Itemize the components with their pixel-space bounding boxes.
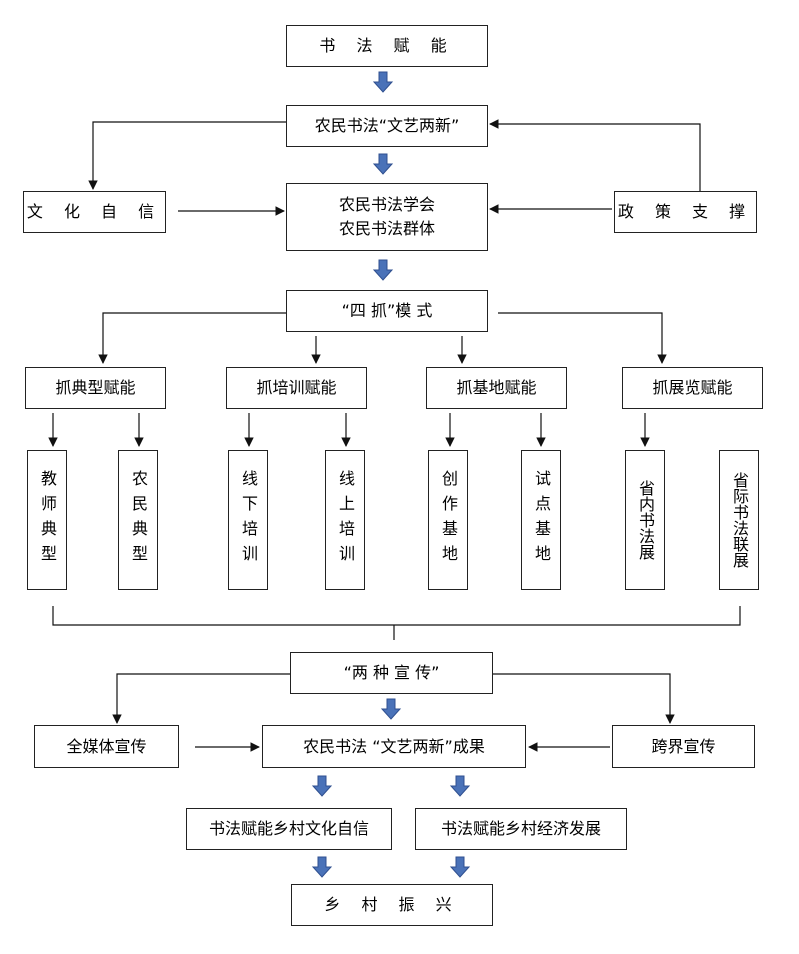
- arrow-policy-to-wenyi: [489, 119, 701, 191]
- leaf-teacher-models: 教师典型: [27, 450, 67, 590]
- node-wenyi-liangxin: 农民书法“文艺两新”: [286, 105, 488, 147]
- leaf-farmer-models: 农民典型: [118, 450, 158, 590]
- block-arrow-8: [449, 856, 471, 878]
- node-two-publicity: “两 种 宣 传”: [290, 652, 493, 694]
- block-arrow-6: [449, 775, 471, 797]
- block-arrow-3: [372, 259, 394, 281]
- node-grasp-models: 抓典型赋能: [25, 367, 166, 409]
- node-grasp-exhibitions: 抓展览赋能: [622, 367, 763, 409]
- bracket-leaves: [52, 606, 741, 626]
- society-line-1: 农民书法学会: [338, 195, 435, 214]
- node-four-grasps-model: “四 抓”模 式: [286, 290, 488, 332]
- arrow-wenyi-to-culture: [88, 121, 286, 190]
- node-rural-revitalization: 乡 村 振 兴: [291, 884, 493, 926]
- arrow-to-all-media: [112, 673, 290, 724]
- node-wenyi-achievements: 农民书法 “文艺两新”成果: [262, 725, 526, 768]
- block-arrow-1: [372, 71, 394, 93]
- arrow-to-grasp-exhibitions: [498, 312, 667, 364]
- node-grasp-training: 抓培训赋能: [226, 367, 367, 409]
- society-line-2: 农民书法群体: [338, 219, 435, 238]
- node-policy-support: 政 策 支 撑: [614, 191, 757, 233]
- leaf-creation-base: 创作基地: [428, 450, 468, 590]
- block-arrow-2: [372, 153, 394, 175]
- arrow-to-crossover: [493, 673, 675, 724]
- node-all-media-publicity: 全媒体宣传: [34, 725, 179, 768]
- arrow-to-grasp-models: [98, 312, 286, 364]
- node-cultural-confidence: 文 化 自 信: [23, 191, 166, 233]
- node-crossover-publicity: 跨界宣传: [612, 725, 755, 768]
- node-calligraphy-empowerment: 书 法 赋 能: [286, 25, 488, 67]
- block-arrow-7: [311, 856, 333, 878]
- node-result-cultural-confidence: 书法赋能乡村文化自信: [186, 808, 392, 850]
- node-grasp-bases: 抓基地赋能: [426, 367, 567, 409]
- leaf-offline-training: 线下培训: [228, 450, 268, 590]
- block-arrow-5: [311, 775, 333, 797]
- leaf-pilot-base: 试点基地: [521, 450, 561, 590]
- node-farmer-calligraphy-society: 农民书法学会 农民书法群体: [286, 183, 488, 251]
- leaf-online-training: 线上培训: [325, 450, 365, 590]
- node-result-economic-development: 书法赋能乡村经济发展: [415, 808, 627, 850]
- block-arrow-4: [380, 698, 402, 720]
- leaf-provincial-exhibition: 省内书法展: [625, 450, 665, 590]
- leaf-interprovincial-exhibition: 省际书法联展: [719, 450, 759, 590]
